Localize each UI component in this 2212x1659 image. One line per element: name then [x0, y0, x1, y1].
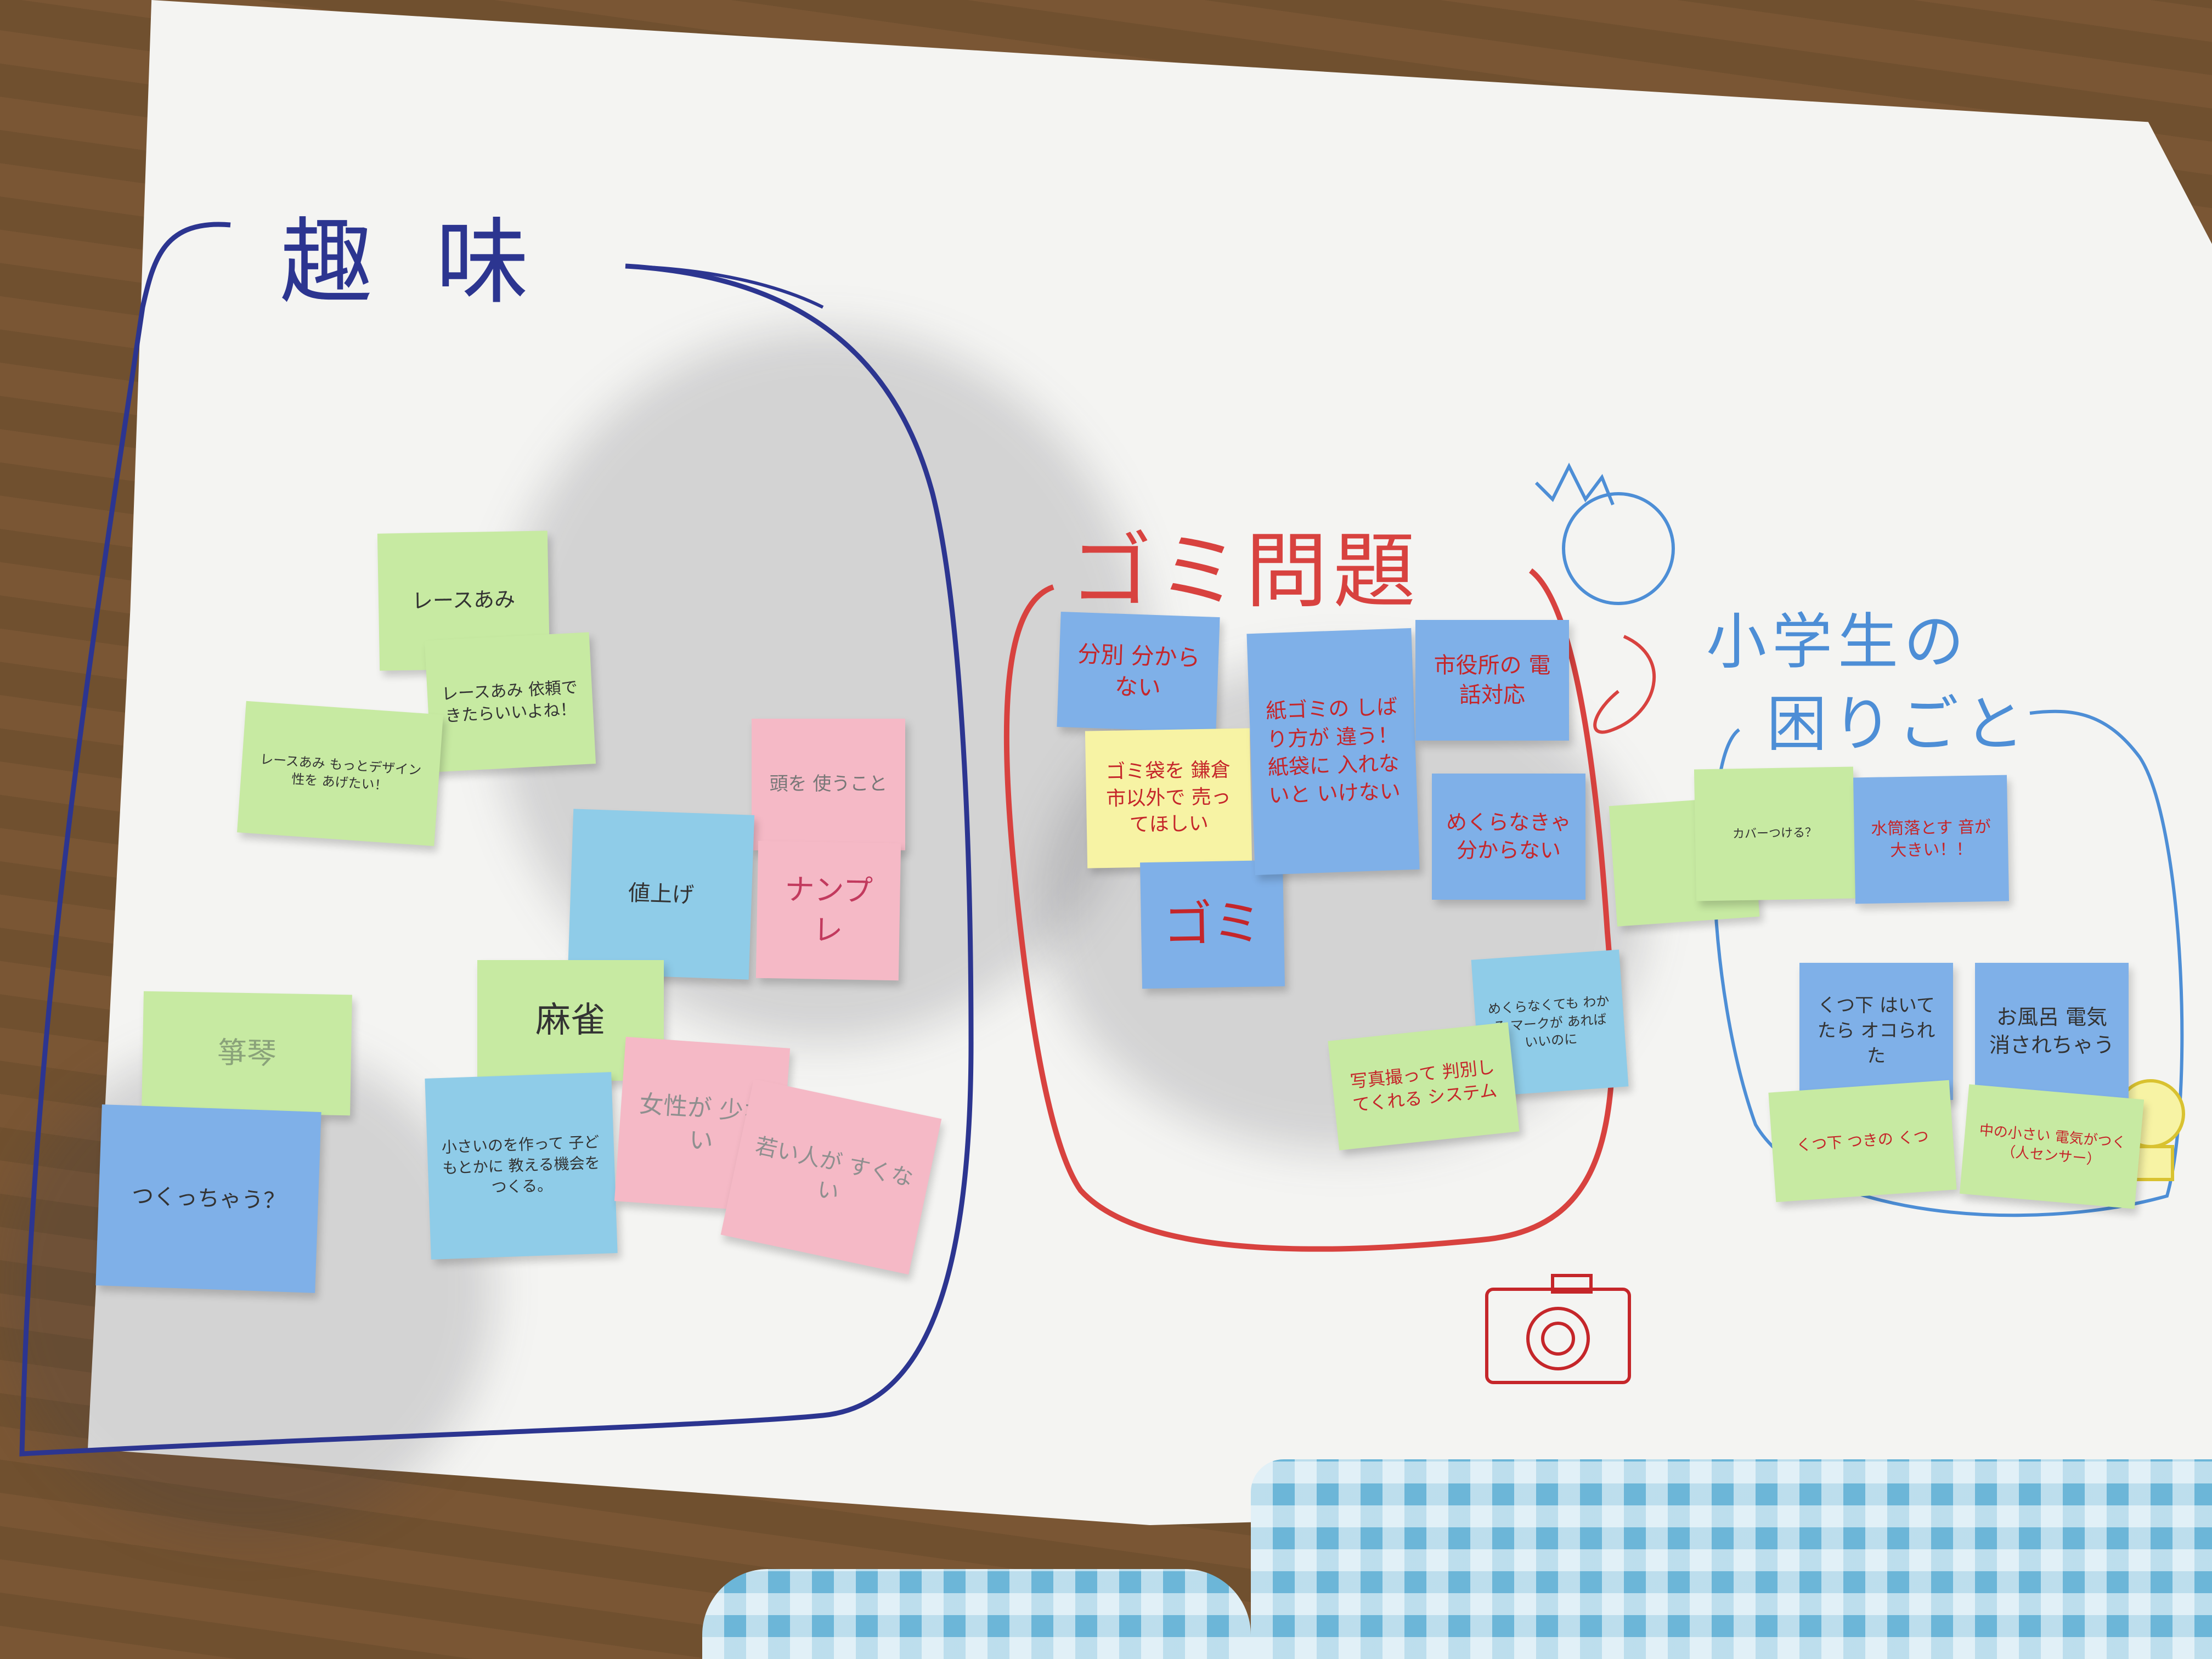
sticky-note-cover: カバーつける？ — [1694, 766, 1856, 901]
sticky-note-gomi: ゴミ — [1140, 860, 1285, 989]
sticky-note-bag: ゴミ袋を 鎌倉市以外で 売ってほしい — [1085, 728, 1252, 868]
sticky-note-small-design: レースあみ もっとデザイン性を あげたい！ — [237, 701, 443, 847]
sticky-note-light: 中の小さい 電気がつく （人センサー） — [1959, 1084, 2145, 1209]
sticky-note-head: 頭を 使うこと — [752, 719, 905, 850]
checkered-cloth — [1251, 1459, 2212, 1659]
sticky-note-water-sound: 水筒落とす 音が 大きい！！ — [1853, 775, 2009, 904]
sticky-note-dont-know: めくらなきゃ 分からない — [1432, 774, 1585, 900]
sticky-note-shoes: くつ下 はいてたら オコられた — [1799, 963, 1953, 1100]
sticky-note-bath: お風呂 電気 消されちゃう — [1975, 963, 2129, 1100]
sticky-note-price: 値上げ — [567, 809, 755, 980]
sticky-note-sorting: 分別 分からない — [1057, 612, 1220, 732]
sticky-note-city-hall: 市役所の 電話対応 — [1415, 620, 1569, 741]
sticky-note-shoes-fix: くつ下 つきの くつ — [1768, 1080, 1957, 1203]
sticky-note-teach: 小さいのを作って 子どもとかに 教える機会を つくる。 — [425, 1072, 618, 1260]
garbage-title: ゴミ問題 — [1070, 524, 1421, 619]
sticky-note-paper-tie: 紙ゴミの しばり方が 違う！ 紙袋に 入れないと いけない — [1246, 628, 1420, 876]
student-title-line2: 困りごと — [1767, 689, 2030, 759]
hobby-title: 趣 味 — [280, 208, 546, 317]
sticky-note-make: つくっちゃう？ — [95, 1104, 321, 1293]
sticky-note-numpre: ナンプレ — [755, 840, 901, 981]
checkered-cloth-left — [702, 1569, 1251, 1659]
sticky-note-photo: 写真撮って 判別してくれる システム — [1328, 1022, 1520, 1150]
student-title-line1: 小学生の — [1706, 607, 1970, 677]
sticky-note-koto: 箏琴 — [142, 991, 352, 1116]
sticky-note-lace-request: レースあみ 依頼できたらいいよね！ — [424, 632, 596, 772]
